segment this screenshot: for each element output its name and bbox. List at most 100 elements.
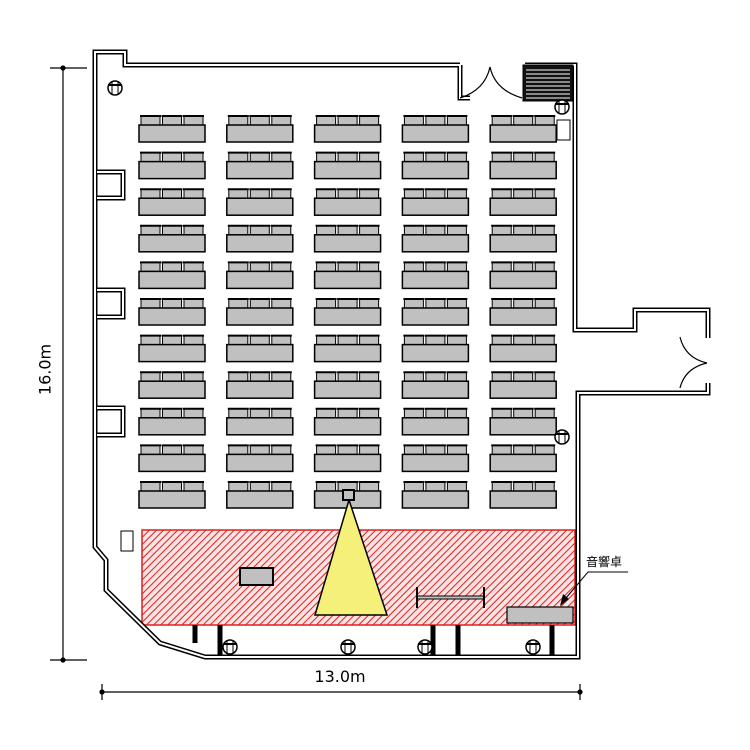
table-group [313,407,382,436]
table [401,417,470,436]
chair [534,481,555,492]
table [138,417,206,436]
chair [183,335,204,346]
chair [249,481,270,492]
table [313,124,382,143]
chair [162,225,182,236]
table [313,343,382,363]
speaker-icon [107,80,123,96]
chair [271,444,292,455]
chair [140,298,161,309]
table-group [313,188,382,216]
table [226,380,294,399]
chair [534,225,555,236]
sound-desk [506,606,574,624]
table-group [401,188,470,216]
chair [140,225,161,236]
chair [337,371,358,382]
chair [228,225,249,236]
table-group [313,334,382,363]
chair [228,444,249,455]
table [226,307,294,326]
table-group [226,444,294,473]
seating-tables [138,115,557,509]
door-icon[interactable] [679,336,708,389]
chair [534,335,555,346]
chair [183,481,204,492]
chair [183,298,204,309]
chair [140,408,161,419]
table-group [138,151,206,180]
chair [249,152,270,163]
chair [228,188,249,199]
chair [249,444,270,455]
dimension-vertical [50,65,87,663]
table-group [401,224,470,253]
table [313,234,382,253]
chair [316,481,337,492]
table [489,307,557,326]
chair [446,408,467,419]
chair [403,444,424,455]
chair [249,298,270,309]
chair [513,152,534,163]
table [226,343,294,363]
chair [337,261,358,272]
chair [271,371,292,382]
chair [359,371,380,382]
dimension-horizontal [99,684,583,700]
table [401,307,470,326]
table [226,160,294,180]
chair [491,261,512,272]
table-group [489,261,557,290]
table [489,160,557,180]
depth-dimension-label: 16.0m [35,343,55,396]
chair [183,188,204,199]
table-group [401,261,470,290]
chair [491,115,512,126]
chair [249,371,270,382]
chair [446,225,467,236]
table-group [313,371,382,399]
chair [359,115,380,126]
chair [513,298,534,309]
chair [403,115,424,126]
table [489,380,557,399]
table [489,234,557,253]
table-group [401,151,470,180]
walls [92,49,711,660]
chair [183,225,204,236]
chair [425,225,446,236]
table [138,234,206,253]
outlet-icon [120,530,134,552]
table [226,124,294,143]
chair [271,481,292,492]
chair [271,225,292,236]
table-group [313,115,382,143]
table-group [313,298,382,326]
table [401,160,470,180]
table [401,270,470,290]
chair [513,371,534,382]
chair [228,371,249,382]
table [401,124,470,143]
speaker-icon [417,639,433,655]
table-group [401,298,470,326]
chair [491,481,512,492]
chair [140,188,161,199]
table [401,197,470,216]
chair [359,444,380,455]
chair [359,152,380,163]
table-group [401,334,470,363]
chair [140,115,161,126]
chair [446,481,467,492]
chair [425,115,446,126]
chair [513,408,534,419]
door-icon[interactable] [459,66,523,99]
chair [249,115,270,126]
chair [403,408,424,419]
table-group [489,224,557,253]
speaker-icon [340,639,356,655]
table-group [226,115,294,143]
table [401,234,470,253]
